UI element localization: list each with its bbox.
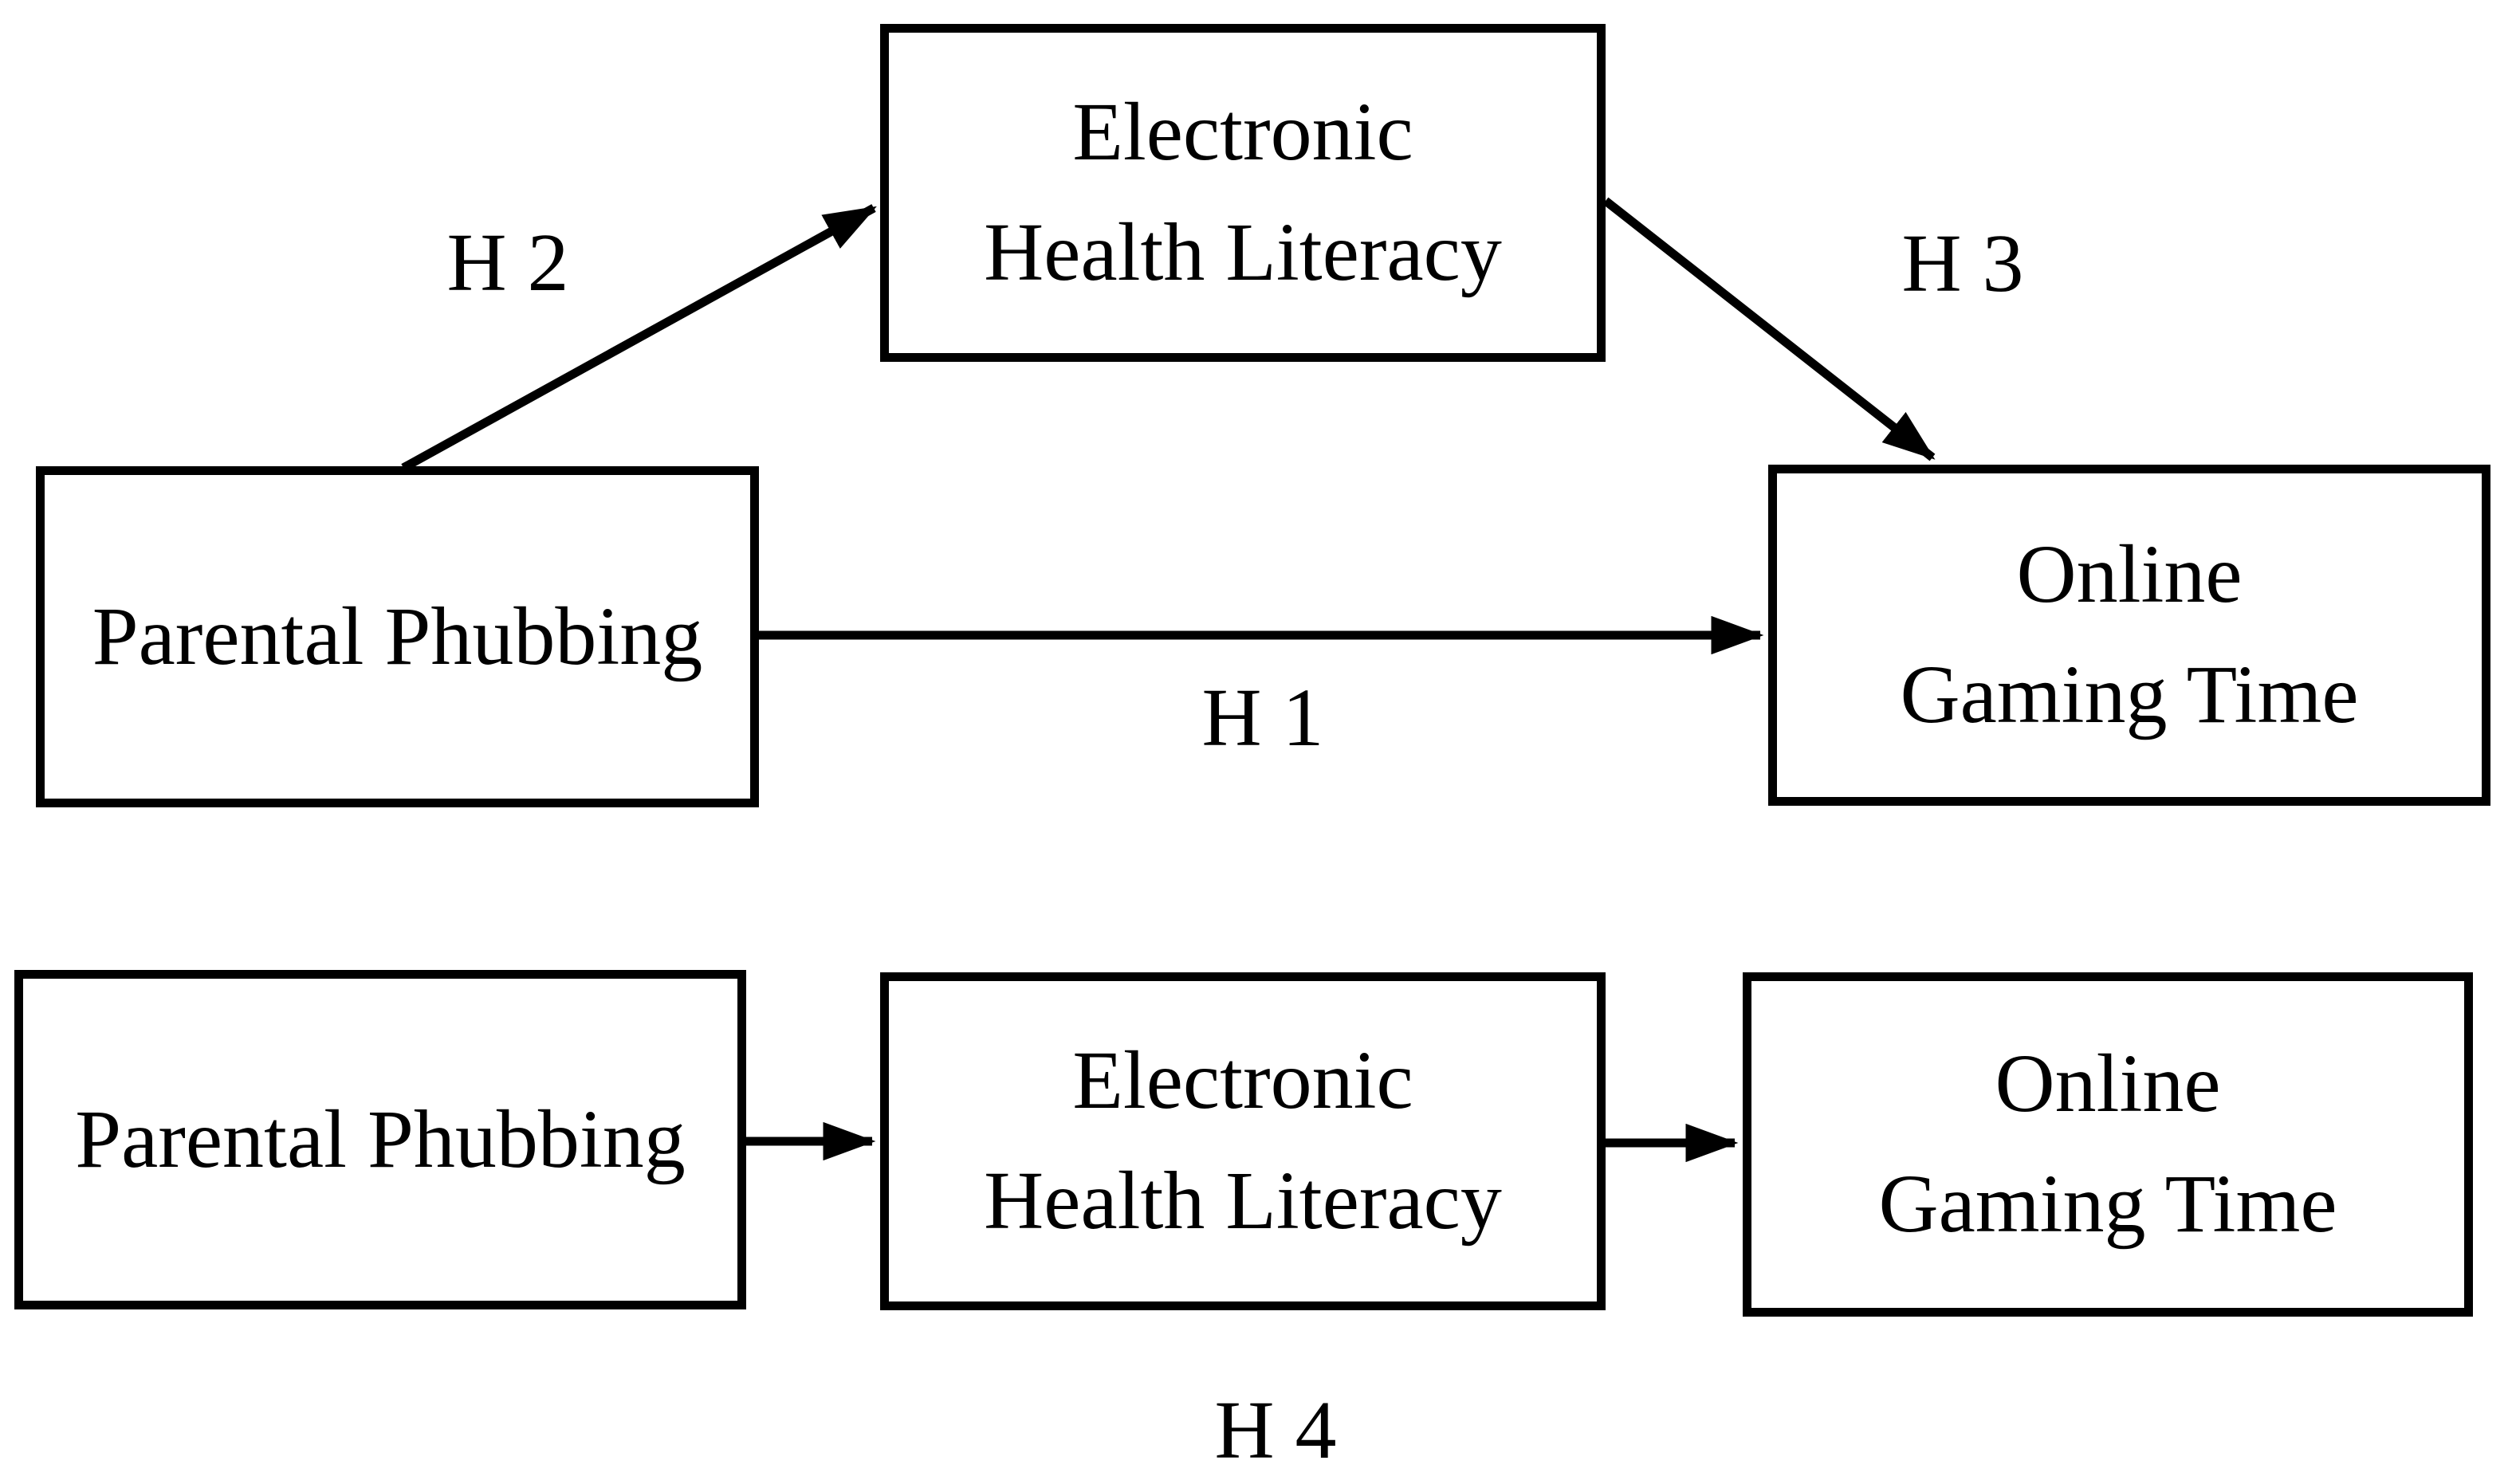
top-predictor-label: Parental Phubbing xyxy=(92,590,703,682)
h2-arrow xyxy=(401,204,877,472)
top-outcome-label-line2: Gaming Time xyxy=(1900,649,2359,740)
bottom-predictor-label: Parental Phubbing xyxy=(75,1093,686,1185)
bottom-outcome-label: Online Gaming Time xyxy=(1879,1024,2337,1265)
top-mediator-label: Electronic Health Literacy xyxy=(984,73,1502,313)
bottom-mediator-label-line1: Electronic xyxy=(1072,1034,1413,1127)
top-outcome-label: Online Gaming Time xyxy=(1901,515,2359,756)
h1-path-label: H 1 xyxy=(1201,672,1324,764)
h3-arrow xyxy=(1602,197,1936,461)
top-mediator-box: Electronic Health Literacy xyxy=(880,24,1606,362)
bottom-mediator-label: Electronic Health Literacy xyxy=(984,1021,1502,1262)
bottom-outcome-box: Online Gaming Time xyxy=(1743,972,2473,1317)
top-mediator-label-line1: Electronic xyxy=(1072,86,1413,179)
top-predictor-box: Parental Phubbing xyxy=(36,466,759,807)
bottom-predictor-box: Parental Phubbing xyxy=(14,970,746,1309)
bottom-outcome-label-line2: Gaming Time xyxy=(1878,1158,2337,1250)
bottom-outcome-label-line1: Online xyxy=(1995,1038,2221,1130)
bottom-mediator-box: Electronic Health Literacy xyxy=(880,972,1606,1310)
bottom-mediator-label-line2: Health Literacy xyxy=(984,1155,1502,1246)
h3-path-label: H 3 xyxy=(1901,218,2024,309)
h2-path-label: H 2 xyxy=(446,217,569,308)
h4-path-label: H 4 xyxy=(1214,1384,1337,1476)
top-mediator-label-line2: Health Literacy xyxy=(984,206,1502,298)
top-outcome-box: Online Gaming Time xyxy=(1768,465,2490,806)
top-outcome-label-line1: Online xyxy=(2016,528,2243,621)
